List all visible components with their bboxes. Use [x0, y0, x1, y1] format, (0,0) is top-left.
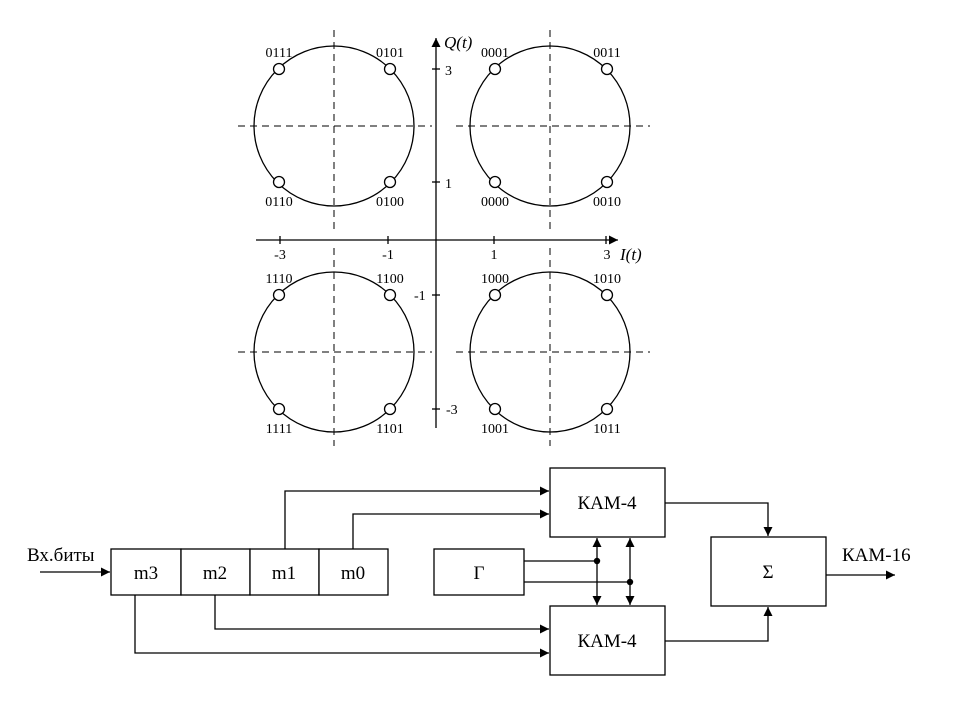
constellation-point-label: 1000	[481, 272, 509, 287]
connector-bottom-to-summer	[665, 607, 773, 642]
constellation-point	[488, 402, 502, 416]
constellation-point	[383, 62, 397, 76]
summer-label: Σ	[762, 562, 773, 583]
connector-m3-to-bottom	[134, 595, 549, 658]
constellation-point	[488, 62, 502, 76]
q-tick-label: -3	[446, 403, 458, 418]
quadrant-guides	[238, 30, 650, 446]
connector-m2-to-bottom	[214, 595, 549, 634]
constellation-point	[488, 288, 502, 302]
constellation-point	[272, 62, 286, 76]
q-axis-label: Q(t)	[444, 33, 473, 52]
i-tick-label: -3	[274, 248, 286, 263]
constellation-point-label: 0011	[593, 46, 620, 61]
connector-top-to-summer	[665, 502, 773, 536]
i-tick-label: 1	[491, 248, 498, 263]
i-axis-label: I(t)	[619, 245, 642, 264]
constellation-point	[272, 288, 286, 302]
block-diagram: Вх.биты m3 m2 m1 m0 Г КАМ-4 КАМ-4 Σ КАМ-…	[27, 467, 911, 676]
input-label: Вх.биты	[27, 545, 95, 566]
constellation-point-label: 1100	[376, 272, 403, 287]
q-tick-label: -1	[414, 289, 426, 304]
constellation-point	[488, 175, 502, 189]
connector-m1-to-top	[284, 486, 549, 549]
constellation-diagram: -3 -1 1 3 I(t) 3 1 -1 -3 Q(t) 0111 0101 01…	[238, 30, 650, 446]
modulator-bottom-label: КАМ-4	[577, 631, 637, 652]
register-cell-label: m3	[134, 563, 158, 584]
register-cell-label: m1	[272, 563, 296, 584]
generator-label: Г	[474, 563, 485, 584]
register-cell-label: m0	[341, 563, 365, 584]
constellation-point-label: 0111	[266, 46, 293, 61]
constellation-point	[272, 402, 286, 416]
constellation-point-label: 0100	[376, 195, 404, 210]
constellation-point-label: 1010	[593, 272, 621, 287]
modulator-top-block	[549, 467, 666, 538]
constellation-point	[383, 402, 397, 416]
constellation-point-label: 0001	[481, 46, 509, 61]
constellation-point	[600, 288, 614, 302]
constellation-point	[383, 288, 397, 302]
constellation-point-label: 0000	[481, 195, 509, 210]
i-tick-label: -1	[382, 248, 394, 263]
constellation-point	[383, 175, 397, 189]
q-tick-label: 3	[445, 64, 452, 79]
constellation-point-label: 1001	[481, 422, 509, 437]
constellation-point-label: 1110	[266, 272, 293, 287]
constellation-point-label: 0110	[265, 195, 292, 210]
constellation-point-label: 0010	[593, 195, 621, 210]
connector-m0-to-top	[352, 509, 549, 549]
constellation-point	[600, 402, 614, 416]
summer-block	[710, 536, 827, 607]
shift-register: m3 m2 m1 m0	[110, 548, 389, 596]
constellation-point-label: 1101	[376, 422, 403, 437]
generator-block	[433, 548, 525, 596]
constellation-point-label: 1111	[266, 422, 292, 437]
output-label: КАМ-16	[842, 545, 911, 566]
constellation-point	[272, 175, 286, 189]
register-cell-label: m2	[203, 563, 227, 584]
constellation-point	[600, 62, 614, 76]
q-tick-label: 1	[445, 177, 452, 192]
modulator-top-label: КАМ-4	[577, 493, 637, 514]
constellation-point	[600, 175, 614, 189]
constellation-point-label: 0101	[376, 46, 404, 61]
i-tick-label: 3	[604, 248, 611, 263]
quadrant-circles	[253, 45, 631, 433]
constellation-point-label: 1011	[593, 422, 620, 437]
